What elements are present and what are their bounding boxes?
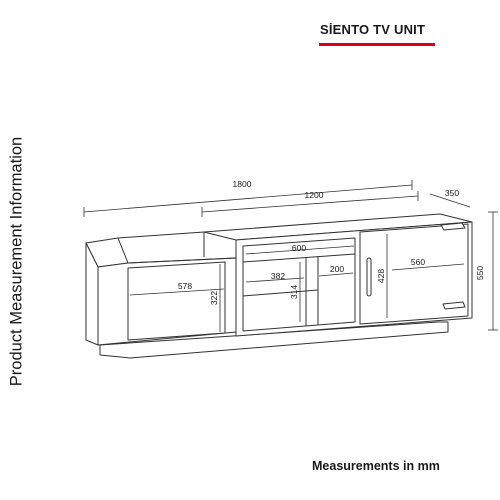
title-underline (319, 43, 435, 46)
door-handle (366, 257, 372, 297)
dim-line-top-width (201, 195, 419, 213)
dim-line-door-width (391, 263, 465, 271)
label-door-height: 428 (376, 269, 386, 283)
middle-compartment (242, 237, 356, 332)
left-compartment-opening (127, 261, 226, 341)
hinge-top (440, 222, 466, 231)
dim-line-shelf (245, 245, 355, 255)
dim-line-left-width (129, 288, 225, 296)
dim-line-middle-width (245, 277, 305, 283)
label-middle-height: 314 (289, 285, 299, 299)
label-depth: 350 (445, 188, 459, 198)
label-total-width: 1800 (233, 179, 252, 189)
label-middle-width: 382 (271, 271, 285, 281)
measurement-units-note: Measurements in mm (312, 459, 440, 473)
label-top-width: 1200 (305, 190, 324, 200)
hinge-bottom (442, 301, 466, 310)
label-shelf-width: 600 (292, 243, 306, 253)
dim-line-small-width (318, 272, 354, 277)
label-left-height: 322 (209, 291, 219, 305)
product-title: SİENTO TV UNIT (320, 22, 426, 37)
dim-line-total-width (83, 184, 413, 213)
label-door-width: 560 (411, 257, 425, 267)
label-small-width: 200 (330, 264, 344, 274)
dim-line-depth (429, 193, 471, 208)
label-left-width: 578 (178, 281, 192, 291)
label-height: 550 (475, 266, 485, 280)
base-plinth (99, 321, 449, 359)
